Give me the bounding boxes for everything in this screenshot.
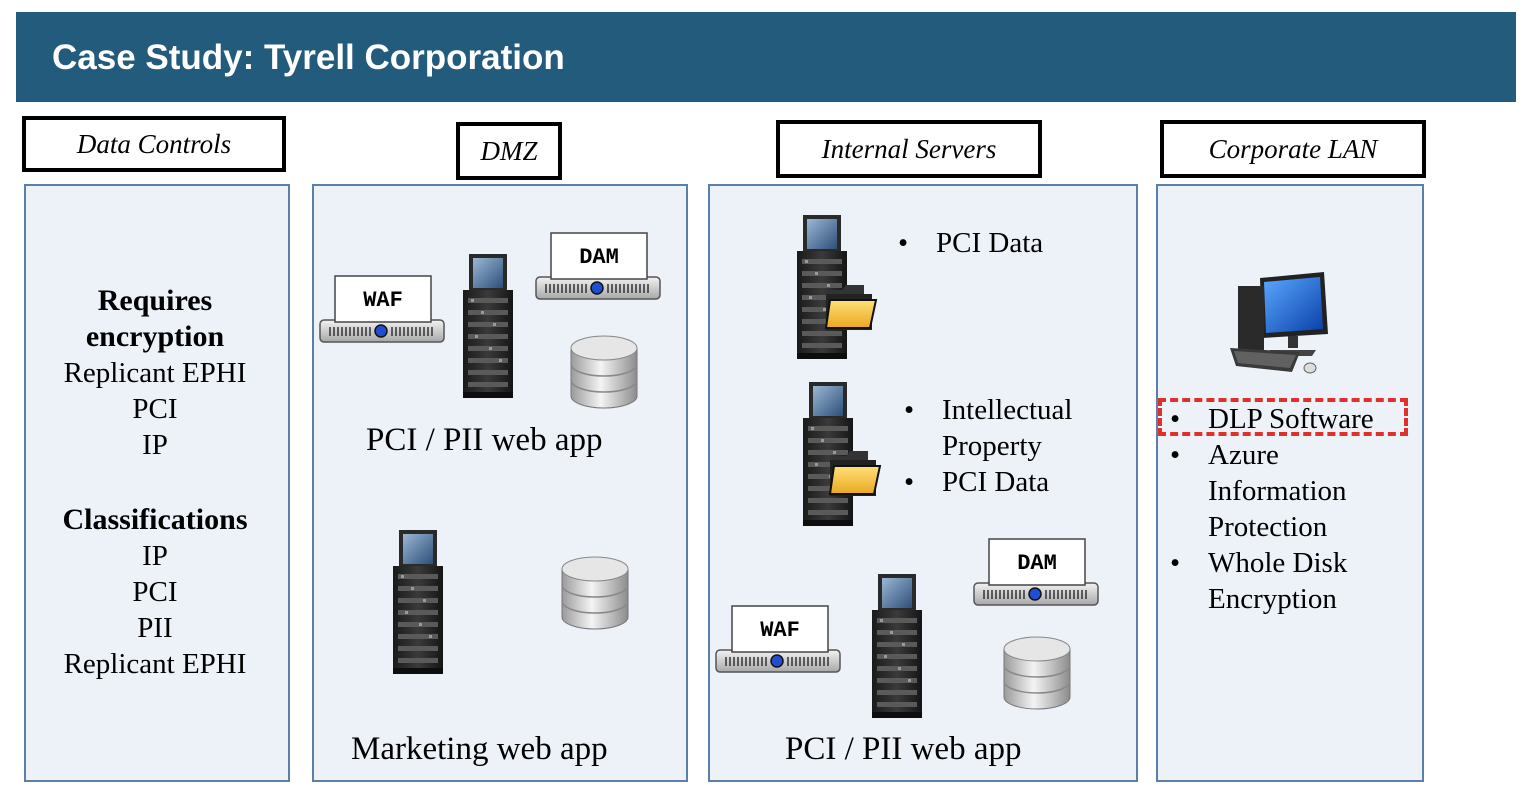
classifications-block: Classifications IP PCI PII Replicant EPH… <box>30 502 280 682</box>
dmz-waf-appliance-icon <box>319 275 445 343</box>
page-title: Case Study: Tyrell Corporation <box>52 38 565 77</box>
dmz-waf-label: WAF <box>363 288 403 313</box>
list-item-dlp-software: DLP Software <box>1162 401 1412 437</box>
dmz-dam-appliance-icon <box>535 232 661 300</box>
internal-pci-pii-web-app-label: PCI / PII web app <box>785 731 1022 767</box>
list-item: Whole Disk Encryption <box>1162 545 1378 617</box>
list-item: PCI Data <box>896 464 1116 500</box>
internal-dam-appliance-icon <box>973 538 1099 606</box>
corporate-lan-list: DLP Software Azure Information Protectio… <box>1162 401 1412 617</box>
tag-dmz: DMZ <box>456 122 562 180</box>
internal-server-2-folder-icon <box>829 450 881 497</box>
dmz-server-tower-icon <box>463 254 513 398</box>
classification-item: PCI <box>132 576 178 608</box>
internal-server-1-list: PCI Data <box>890 225 1043 261</box>
dmz-database-icon <box>570 335 638 409</box>
dmz-marketing-server-tower-icon <box>393 530 443 674</box>
tag-corporate-lan-label: Corporate LAN <box>1208 133 1378 164</box>
dmz-marketing-web-app-label: Marketing web app <box>351 731 608 767</box>
classification-item: Replicant EPHI <box>63 648 247 680</box>
internal-server-2-tower-icon <box>803 382 853 526</box>
tag-internal-servers-label: Internal Servers <box>821 133 997 164</box>
internal-server-1-folder-icon <box>825 284 877 331</box>
requires-item: Replicant EPHI <box>63 357 247 389</box>
panel-data-controls <box>24 184 290 782</box>
tag-data-controls-label: Data Controls <box>76 128 232 159</box>
list-item: Azure Information Protection <box>1162 437 1378 545</box>
classification-item: PII <box>137 612 173 644</box>
list-item: Intellectual Property <box>896 392 1116 464</box>
tag-corporate-lan: Corporate LAN <box>1160 120 1426 178</box>
internal-server-2-list: Intellectual Property PCI Data <box>896 392 1116 500</box>
internal-waf-appliance-icon <box>715 605 841 673</box>
header-banner: Case Study: Tyrell Corporation <box>16 12 1516 102</box>
dmz-marketing-database-icon <box>561 556 629 630</box>
dmz-dam-label: DAM <box>579 245 619 270</box>
internal-dam-label: DAM <box>1017 551 1057 576</box>
requires-item: IP <box>142 429 168 461</box>
requires-item: PCI <box>132 393 178 425</box>
dmz-pci-pii-web-app-label: PCI / PII web app <box>366 422 603 458</box>
list-item: PCI Data <box>890 225 1043 261</box>
desktop-computer-icon <box>1230 272 1328 374</box>
internal-waf-label: WAF <box>760 618 800 643</box>
tag-dmz-label: DMZ <box>480 135 538 166</box>
requires-encryption-heading: Requires encryption <box>85 284 225 353</box>
dlp-highlight-box <box>1158 398 1408 436</box>
tag-data-controls: Data Controls <box>22 116 286 172</box>
internal-server-tower-icon <box>872 574 922 718</box>
internal-database-icon <box>1003 636 1071 710</box>
requires-encryption-block: Requires encryption Replicant EPHI PCI I… <box>30 283 280 463</box>
classifications-heading: Classifications <box>62 503 248 536</box>
internal-server-1-tower-icon <box>797 215 847 359</box>
tag-internal-servers: Internal Servers <box>776 120 1042 178</box>
classification-item: IP <box>142 540 168 572</box>
